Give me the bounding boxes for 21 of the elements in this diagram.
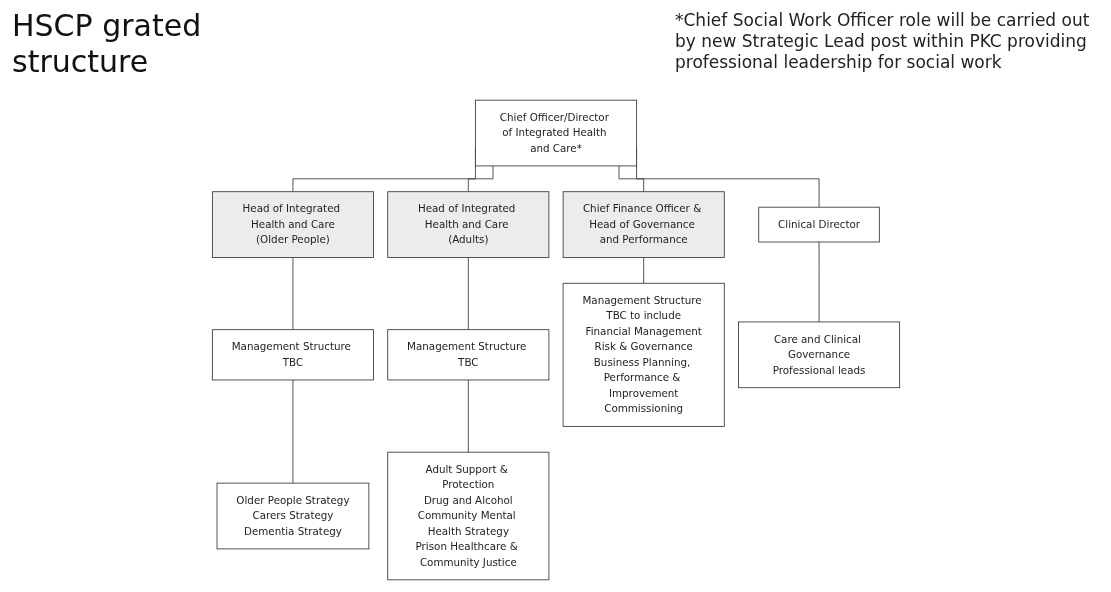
node-box: Head of Integrated Health and Care (Older People) [211,191,374,258]
connector [818,241,819,323]
node-box: Management Structure TBC [211,329,374,381]
connector [292,257,293,331]
node-box: Chief Officer/Director of Integrated Health and Care* [474,99,637,167]
connector [467,165,493,193]
node-box: Care and Clinical Governance Professional leads [737,321,900,389]
node-box: Management Structure TBC [386,329,549,381]
connector [292,379,293,484]
node-box: Older People Strategy Carers Strategy Dementia Strategy [216,482,369,550]
connector [467,379,469,453]
node-box: Adult Support & Protection Drug and Alcohol Community Mental Health Strategy Prison Healthcare & Community Justice [386,451,549,581]
diagram-title: HSCP grated structure [12,8,203,80]
node-box: Clinical Director [757,206,880,243]
connector [618,165,644,193]
connector [467,257,469,331]
node-box: Management Structure TBC to include Financial Management Risk & Governance Business Planning, Performance & Improvement Commissioning [562,282,725,427]
footnote: *Chief Social Work Officer role will be carried out by new Strategic Lead post within PKC providing professional leadership for social work [675,10,1091,73]
node-box: Chief Finance Officer & Head of Governance and Performance [562,191,725,258]
connector [642,257,644,284]
node-box: Head of Integrated Health and Care (Adults) [386,191,549,258]
